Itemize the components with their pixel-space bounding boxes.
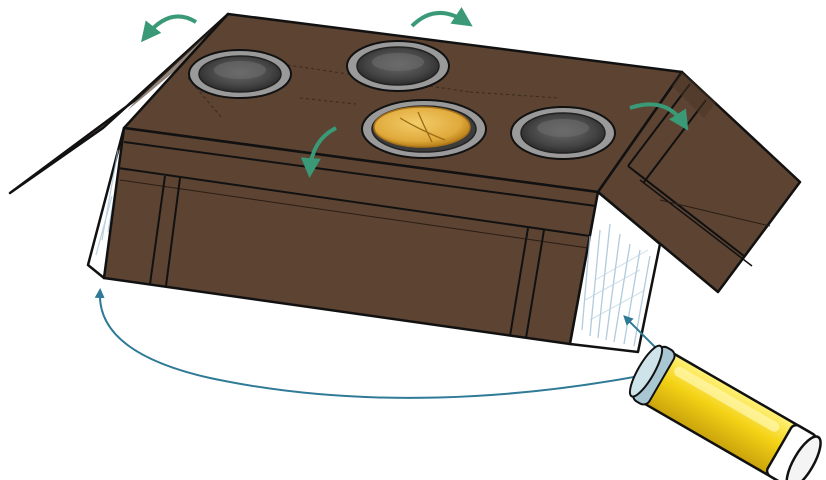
glue-stick-icon (624, 340, 826, 480)
cup-hole-2 (347, 41, 449, 91)
cup-hole-1 (189, 50, 291, 98)
bun-icon (374, 107, 470, 147)
cup-hole-bun (362, 100, 486, 158)
fold-back-flap-arrow (412, 13, 466, 26)
fold-left-flap-arrow (146, 16, 196, 36)
cup-hole-3 (511, 107, 615, 159)
